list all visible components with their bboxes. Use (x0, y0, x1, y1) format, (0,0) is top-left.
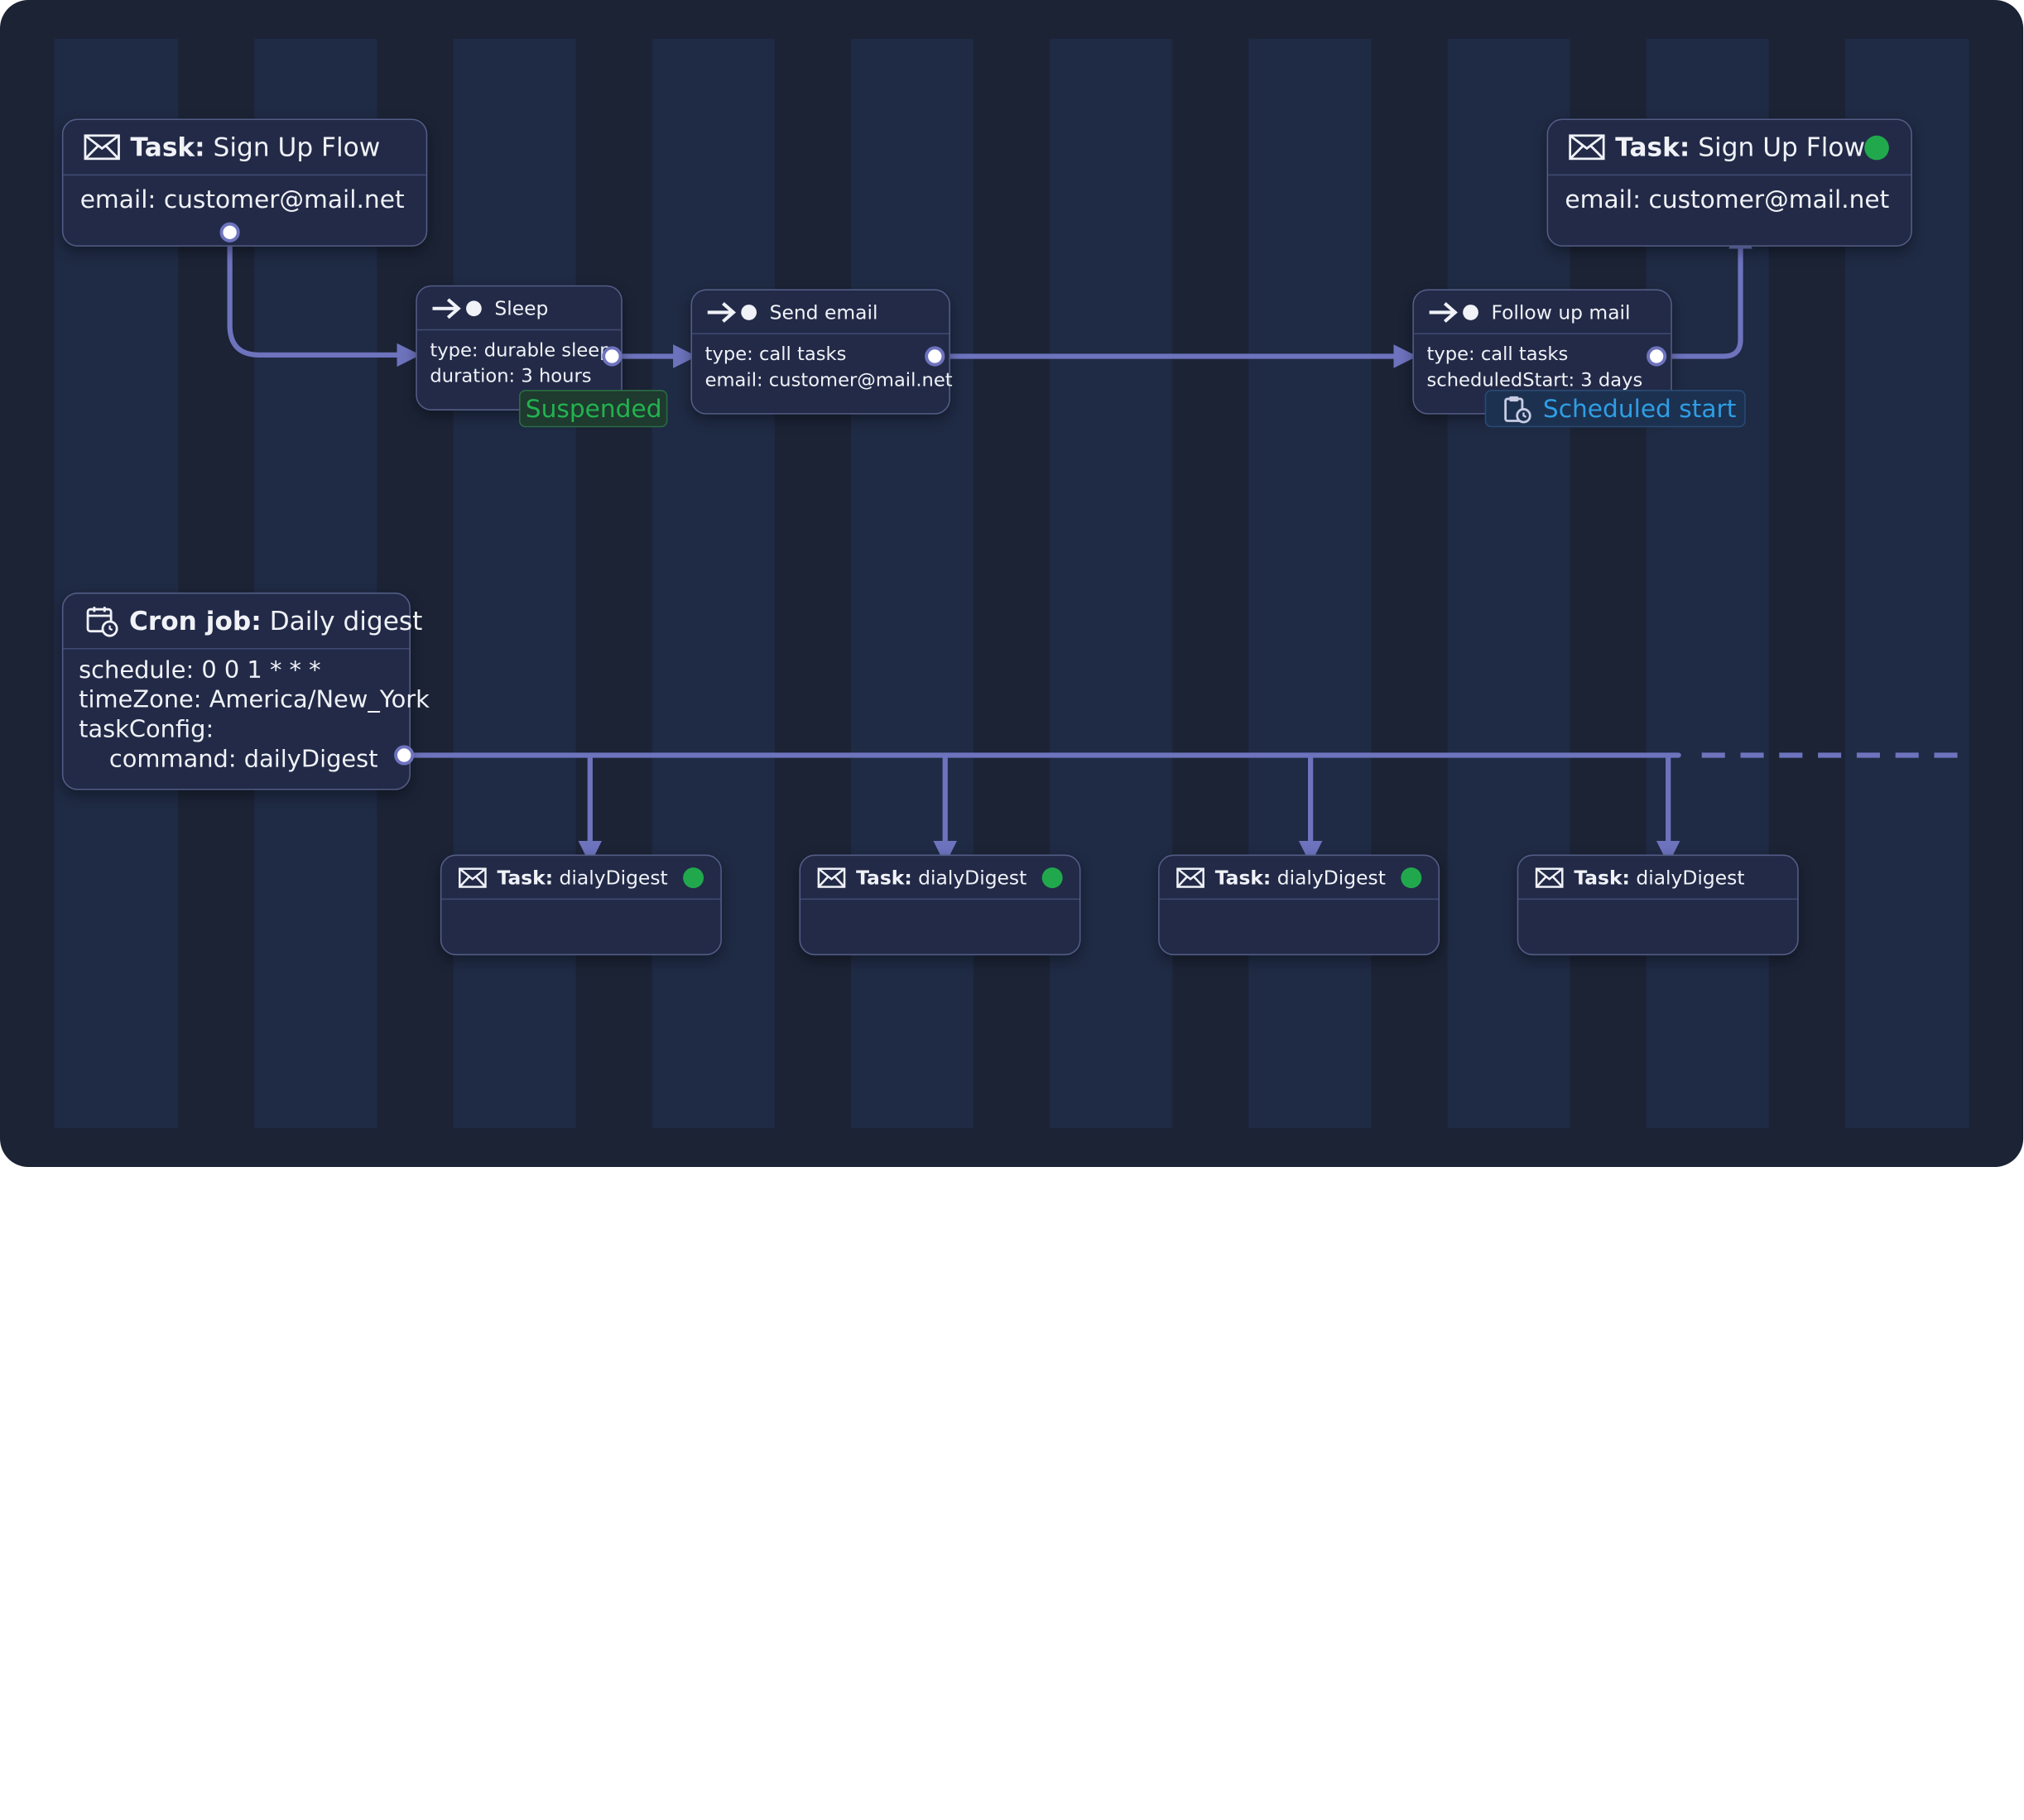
step-node-header: Sleep (416, 286, 622, 331)
calendar-refresh-icon (86, 607, 118, 637)
output-port (925, 346, 945, 367)
task-title: Sign Up Flow (213, 132, 381, 163)
ports (219, 222, 1667, 766)
status-badge-suspended: Suspended (519, 390, 668, 428)
status-dot-completed (1864, 135, 1889, 161)
status-badge-scheduled-start: Scheduled start (1484, 390, 1746, 428)
step-node-sleep[interactable]: Sleep type: durable sleep duration: 3 hou… (416, 285, 623, 411)
step-body: type: durable sleep duration: 3 hours (417, 330, 621, 390)
task-label: Task: (497, 865, 554, 889)
output-port (602, 346, 623, 367)
task-label: Task: (1615, 132, 1690, 163)
task-label: Task: (856, 865, 912, 889)
task-node-daily-digest[interactable]: Task: dialyDigest (1517, 854, 1799, 956)
step-detail: email: customer@mail.net (704, 370, 953, 391)
step-detail: type: durable sleep (430, 340, 612, 362)
step-detail: type: call tasks (704, 344, 847, 366)
step-arrow-icon (707, 301, 757, 323)
task-node-sign-up-flow-end[interactable]: Task: Sign Up Flow email: customer@mail.… (1546, 118, 1912, 247)
cron-label: Cron job: (128, 605, 262, 636)
task-node-header: Task: Sign Up Flow (63, 120, 426, 176)
cron-detail: timeZone: America/New_York (79, 686, 430, 714)
task-node-daily-digest[interactable]: Task: dialyDigest (440, 854, 722, 956)
envelope-icon (84, 134, 120, 161)
output-port (394, 745, 415, 766)
step-node-send-email[interactable]: Send email type: call tasks email: custom… (690, 289, 953, 415)
task-body: email: customer@mail.net (79, 185, 405, 214)
step-detail: duration: 3 hours (430, 366, 592, 387)
output-port (219, 222, 240, 243)
cron-node-header: Cron job: Daily digest (63, 593, 422, 650)
envelope-icon (817, 867, 846, 888)
task-title: dialyDigest (918, 865, 1027, 889)
step-body: type: call tasks scheduledStart: 3 days (1414, 334, 1671, 394)
diagram-frame: Task: Sign Up Flow email: customer@mail.… (0, 0, 2024, 1167)
task-node-daily-digest[interactable]: Task: dialyDigest (1158, 854, 1440, 956)
status-badge-label: Scheduled start (1542, 394, 1737, 423)
task-node-header: Task: dialyDigest (1518, 856, 1798, 900)
step-node-header: Send email (692, 291, 950, 334)
task-label: Task: (1574, 865, 1630, 889)
task-node-sign-up-flow-start[interactable]: Task: Sign Up Flow email: customer@mail.… (61, 118, 428, 247)
envelope-icon (459, 867, 487, 888)
step-body: type: call tasks email: customer@mail.net (692, 334, 953, 394)
task-title: dialyDigest (559, 865, 668, 889)
status-badge-label: Suspended (525, 394, 662, 423)
status-dot-completed (1041, 867, 1063, 889)
task-node-header: Task: dialyDigest (1159, 856, 1439, 900)
envelope-icon (1176, 867, 1204, 888)
step-title: Sleep (494, 295, 549, 320)
clipboard-clock-icon (1504, 396, 1531, 423)
cron-detail: command: dailyDigest (79, 746, 378, 774)
connector-followup-to-end (1654, 224, 1752, 359)
status-dot-completed (683, 867, 704, 889)
step-arrow-icon (1429, 301, 1478, 323)
task-body: email: customer@mail.net (1565, 185, 1890, 214)
task-title: Sign Up Flow (1698, 132, 1865, 163)
connectors (227, 224, 1967, 865)
task-node-header: Task: dialyDigest (800, 856, 1079, 900)
step-title: Send email (769, 300, 878, 324)
step-detail: type: call tasks (1426, 344, 1569, 366)
task-label: Task: (1214, 865, 1272, 889)
step-node-header: Follow up mail (1413, 291, 1671, 334)
step-detail: scheduledStart: 3 days (1426, 370, 1643, 391)
cron-detail: schedule: 0 0 1 * * * (79, 656, 321, 684)
cron-title: Daily digest (269, 605, 423, 636)
task-node-header: Task: dialyDigest (441, 856, 721, 900)
task-node-header: Task: Sign Up Flow (1548, 120, 1911, 176)
connector-start-to-sleep (227, 229, 421, 367)
task-title: dialyDigest (1276, 865, 1386, 889)
step-title: Follow up mail (1491, 300, 1631, 324)
task-label: Task: (130, 132, 205, 163)
envelope-icon (1569, 134, 1605, 161)
task-node-daily-digest[interactable]: Task: dialyDigest (799, 854, 1081, 956)
cron-body: schedule: 0 0 1 * * *timeZone: America/N… (63, 650, 430, 775)
cron-detail: taskConfig: (79, 716, 214, 744)
step-node-follow-up-mail[interactable]: Follow up mail type: call tasks scheduled… (1412, 289, 1672, 415)
cron-job-node[interactable]: Cron job: Daily digest schedule: 0 0 1 *… (61, 592, 430, 790)
output-port (1647, 346, 1667, 367)
status-dot-completed (1401, 867, 1422, 889)
task-title: dialyDigest (1636, 865, 1745, 889)
envelope-icon (1535, 867, 1564, 888)
step-arrow-icon (432, 297, 482, 319)
